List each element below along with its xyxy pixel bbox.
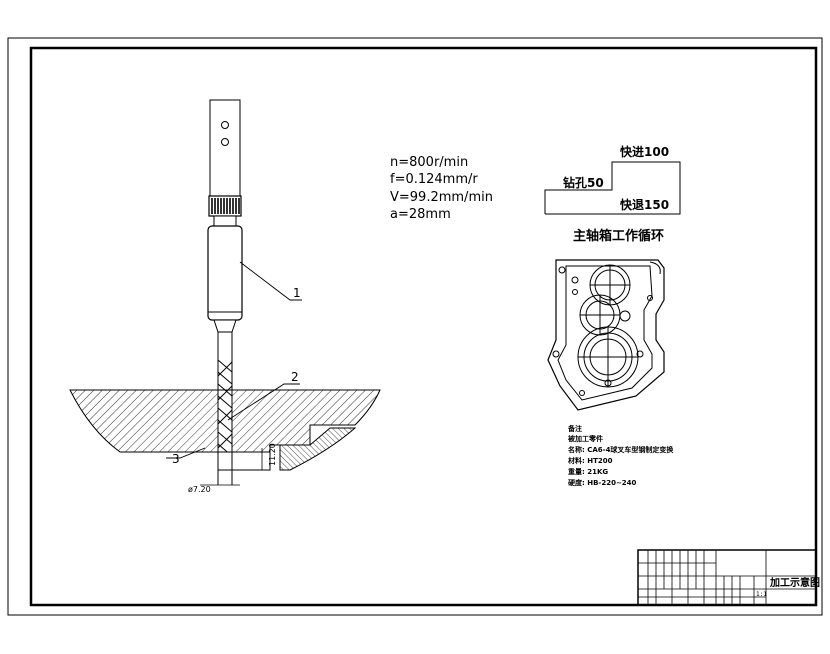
drawing-title: 加工示意图 [769, 576, 820, 589]
param-n: n=800r/min [390, 155, 468, 170]
drill-assembly [207, 99, 243, 457]
callout-1: 1 [293, 286, 301, 300]
workpiece-section: 11.20 ø7.20 [69, 389, 381, 494]
outer-frame [7, 37, 823, 616]
part-outline [547, 259, 665, 411]
drill-shank [217, 331, 233, 391]
knurl-lines [211, 198, 240, 214]
param-a: a=28mm [390, 207, 451, 222]
notes-heading: 备注 [567, 424, 582, 433]
notes-block: 备注 被加工零件 名称: CA6-4球叉车型钢制定变换 材料: HT200 重量… [567, 424, 674, 487]
inner-frame [29, 46, 818, 607]
spindle-hole-lower [221, 138, 229, 146]
holder-taper [213, 319, 237, 333]
workpiece-chamfer [279, 427, 357, 471]
workpiece-left [69, 389, 219, 453]
dim-diameter: ø7.20 [188, 485, 211, 494]
notes-line4: 重量: 21KG [568, 467, 608, 476]
cutting-parameters: n=800r/min f=0.124mm/r V=99.2mm/min a=28… [390, 155, 493, 222]
work-cycle-diagram: 快进100 钻孔50 快退150 主轴箱工作循环 [544, 144, 681, 244]
callout-3: 3 [172, 452, 180, 466]
notes-line1: 被加工零件 [568, 434, 603, 443]
drawing-scale: 1:1 [756, 591, 767, 598]
param-f: f=0.124mm/r [390, 172, 478, 187]
notes-line3: 材料: HT200 [567, 456, 613, 465]
notes-line5: 硬度: HB-220~240 [568, 478, 637, 487]
cycle-drill: 钻孔50 [563, 175, 604, 190]
notes-line2: 名称: CA6-4球叉车型钢制定变换 [568, 445, 674, 454]
spindle-hole-upper [221, 121, 229, 129]
cycle-fast-in: 快进100 [620, 144, 669, 159]
spindle-extension [209, 99, 241, 197]
collar-neck [213, 215, 237, 227]
callout-2: 2 [291, 370, 299, 384]
cycle-title: 主轴箱工作循环 [573, 228, 664, 244]
workpiece-right [231, 389, 381, 453]
title-block [637, 549, 817, 606]
leaders [166, 261, 302, 459]
param-v: V=99.2mm/min [390, 190, 493, 205]
cycle-fast-out: 快退150 [620, 197, 669, 212]
workpiece-lower-step [231, 451, 271, 471]
dim-depth: 11.20 [268, 443, 277, 466]
tool-holder-body [207, 225, 243, 321]
